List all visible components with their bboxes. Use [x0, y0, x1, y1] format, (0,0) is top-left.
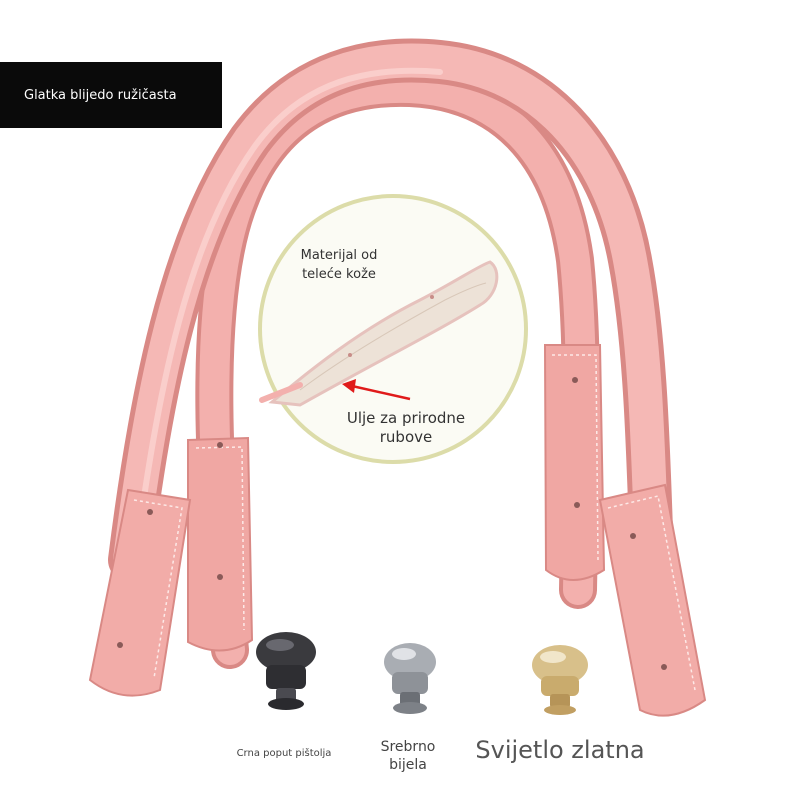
material-detail-inset	[258, 194, 528, 464]
rivet-black	[256, 632, 316, 710]
red-arrow-icon	[351, 384, 411, 401]
arrow-head-icon	[342, 379, 356, 393]
edge-oil-label: Ulje za prirodne rubove	[346, 409, 466, 446]
material-label: Materijal od teleće kože	[300, 248, 378, 282]
color-variant-label: Glatka blijedo ružičasta	[0, 62, 222, 128]
rivet-gold	[532, 645, 588, 715]
rivet-gold-label: Svijetlo zlatna	[475, 736, 645, 764]
rivet-silver-label: Srebrno bijela	[380, 739, 436, 773]
back-strap	[187, 68, 606, 669]
rivet-silver	[384, 643, 436, 714]
front-strap	[88, 38, 707, 717]
rivet-black-label: Crna poput pištolja	[236, 748, 332, 759]
